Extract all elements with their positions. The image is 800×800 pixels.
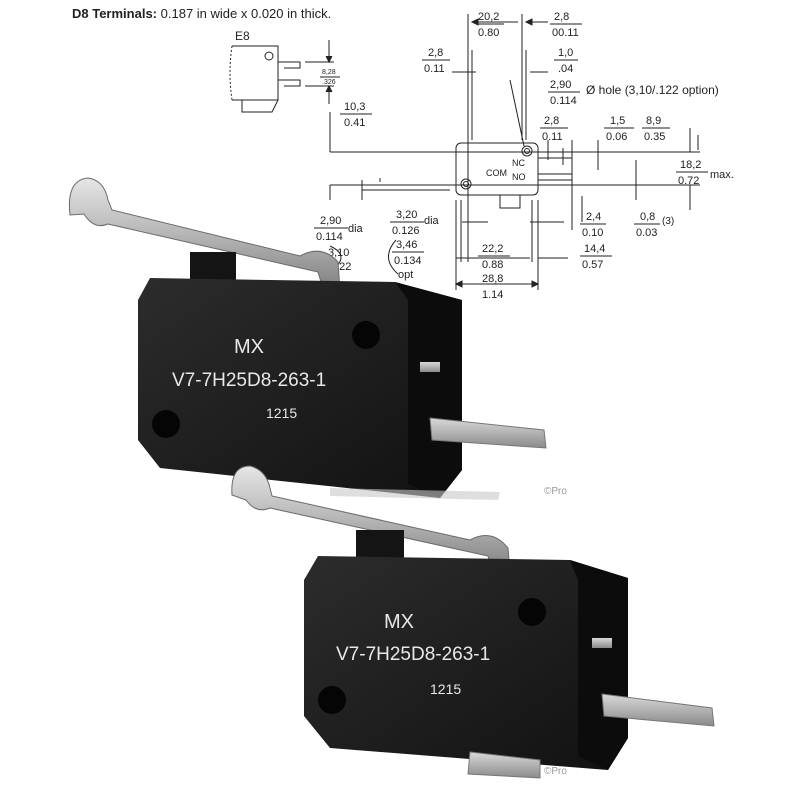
dim-22-2-bottom: 0.88 [482,259,503,271]
dim-2-90b-top: 2,90 [320,215,341,227]
dim-20-2-top: 20,2 [478,11,499,23]
mount-hole-top-2 [518,598,546,626]
mount-hole-top-1 [352,321,380,349]
dim-8-9-top: 8,9 [646,115,661,127]
dim-2-90a-top: 2,90 [550,79,571,91]
dim-0-8-top: 0,8 [640,211,655,223]
terminal-label-nc: NC [512,158,525,168]
watermark-1: ©Pro [544,486,567,497]
switch-brand-1: MX [234,336,264,358]
terminal-dim-top: 8,28 [322,69,336,76]
switch-date-code-1: 1215 [266,405,297,421]
watermark-2: ©Pro [544,766,567,777]
terminal-tab-2b [601,693,715,727]
terminal-tab-2c [467,751,541,779]
dim-2-8b-top: 2,8 [554,11,569,23]
dim-1-0-top: 1,0 [558,47,573,59]
dimension-labels: 20,2 0.80 2,8 00.11 2,8 0.11 1,0 .04 2,9… [314,11,734,301]
dim-2-90a-bottom: 0.114 [550,95,577,107]
dim-2-8c-bottom: 0.11 [542,131,563,143]
plunger-2 [356,530,404,562]
dim-3-46-note: opt [398,269,413,281]
dim-2-90b-suffix: dia [348,223,364,235]
dim-0-8-bottom: 0.03 [636,227,657,239]
mount-hole-bottom-2 [318,686,346,714]
switch-part-number-2: V7-7H25D8-263-1 [336,644,490,665]
dim-3-20-top: 3,20 [396,209,417,221]
terminal-dim-bottom: .326 [322,79,336,86]
mount-hole-bottom-1 [152,410,180,438]
dim-1-5-top: 1,5 [610,115,625,127]
terminal-tab-1a [420,362,440,372]
dim-2-8c-top: 2,8 [544,115,559,127]
dim-28-8-bottom: 1.14 [482,289,503,301]
roller-lever-2 [231,465,511,575]
terminal-spec-header: D8 Terminals: 0.187 in wide x 0.020 in t… [72,6,331,21]
terminal-spec-text: 0.187 in wide x 0.020 in thick. [160,6,332,21]
dim-20-2-bottom: 0.80 [478,27,499,39]
terminal-tab-2a [592,638,612,648]
dim-2-90b-bottom: 0.114 [316,231,343,243]
dim-10-3-top: 10,3 [344,101,365,113]
dim-18-2-bottom: 0.72 [678,175,699,187]
dim-18-2-top: 18,2 [680,159,701,171]
dim-3-46-bottom: 0.134 [394,255,422,267]
dim-8-9-bottom: 0.35 [644,131,665,143]
terminal-tab-1b [429,417,547,449]
dim-2-8a-top: 2,8 [428,47,443,59]
hole-note: Ø hole (3,10/.122 option) [586,83,719,97]
terminal-detail: E8 8,28 .326 [229,29,340,113]
dim-22-2-top: 22,2 [482,243,503,255]
dim-2-4-top: 2,4 [586,211,601,223]
plunger-1 [190,252,236,282]
dim-1-0-bottom: .04 [558,63,573,75]
switch-brand-2: MX [384,611,414,633]
dim-28-8-top: 28,8 [482,273,503,285]
microswitch-photo-1: MX V7-7H25D8-263-1 1215 [68,177,547,498]
dim-10-3-bottom: 0.41 [344,117,365,129]
switch-body-1 [138,278,462,498]
microswitch-photo-2: MX V7-7H25D8-263-1 1215 [231,465,715,779]
dim-1-5-bottom: 0.06 [606,131,627,143]
dim-3-10-top: 3,10 [328,247,349,259]
dim-0-8-suffix: (3) [662,216,674,227]
dim-2-4-bottom: 0.10 [582,227,603,239]
switch-part-number-1: V7-7H25D8-263-1 [172,370,326,391]
dim-2-8b-bottom: 00.11 [552,27,579,39]
terminal-label-no: NO [512,172,526,182]
terminal-spec-title: D8 Terminals: [72,6,158,21]
switch-outline-drawing [329,14,700,290]
switch-date-code-2: 1215 [430,681,461,697]
dim-18-2-suffix: max. [710,169,734,181]
dim-14-4-top: 14,4 [584,243,605,255]
terminal-label-com: COM [486,168,507,178]
switch-body-2 [304,556,628,770]
dim-3-20-suffix: dia [424,215,440,227]
dim-14-4-bottom: 0.57 [582,259,603,271]
dim-3-20-bottom: 0.126 [392,225,420,237]
dim-2-8a-bottom: 0.11 [424,63,445,75]
terminal-detail-label: E8 [235,29,250,43]
roller-lever-1 [68,177,341,293]
dim-3-46-top: 3,46 [396,239,417,251]
